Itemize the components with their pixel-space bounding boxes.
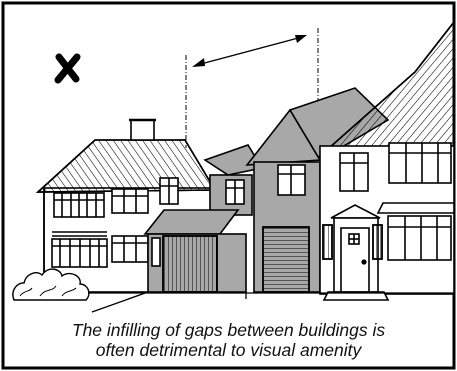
cross-mark-icon	[58, 57, 77, 80]
caption-line-1: The infilling of gaps between buildings …	[0, 320, 457, 340]
caption: The infilling of gaps between buildings …	[0, 320, 457, 360]
ground-line	[88, 292, 454, 312]
caption-line-2: often detrimental to visual amenity	[0, 340, 457, 360]
right-house	[320, 22, 454, 300]
